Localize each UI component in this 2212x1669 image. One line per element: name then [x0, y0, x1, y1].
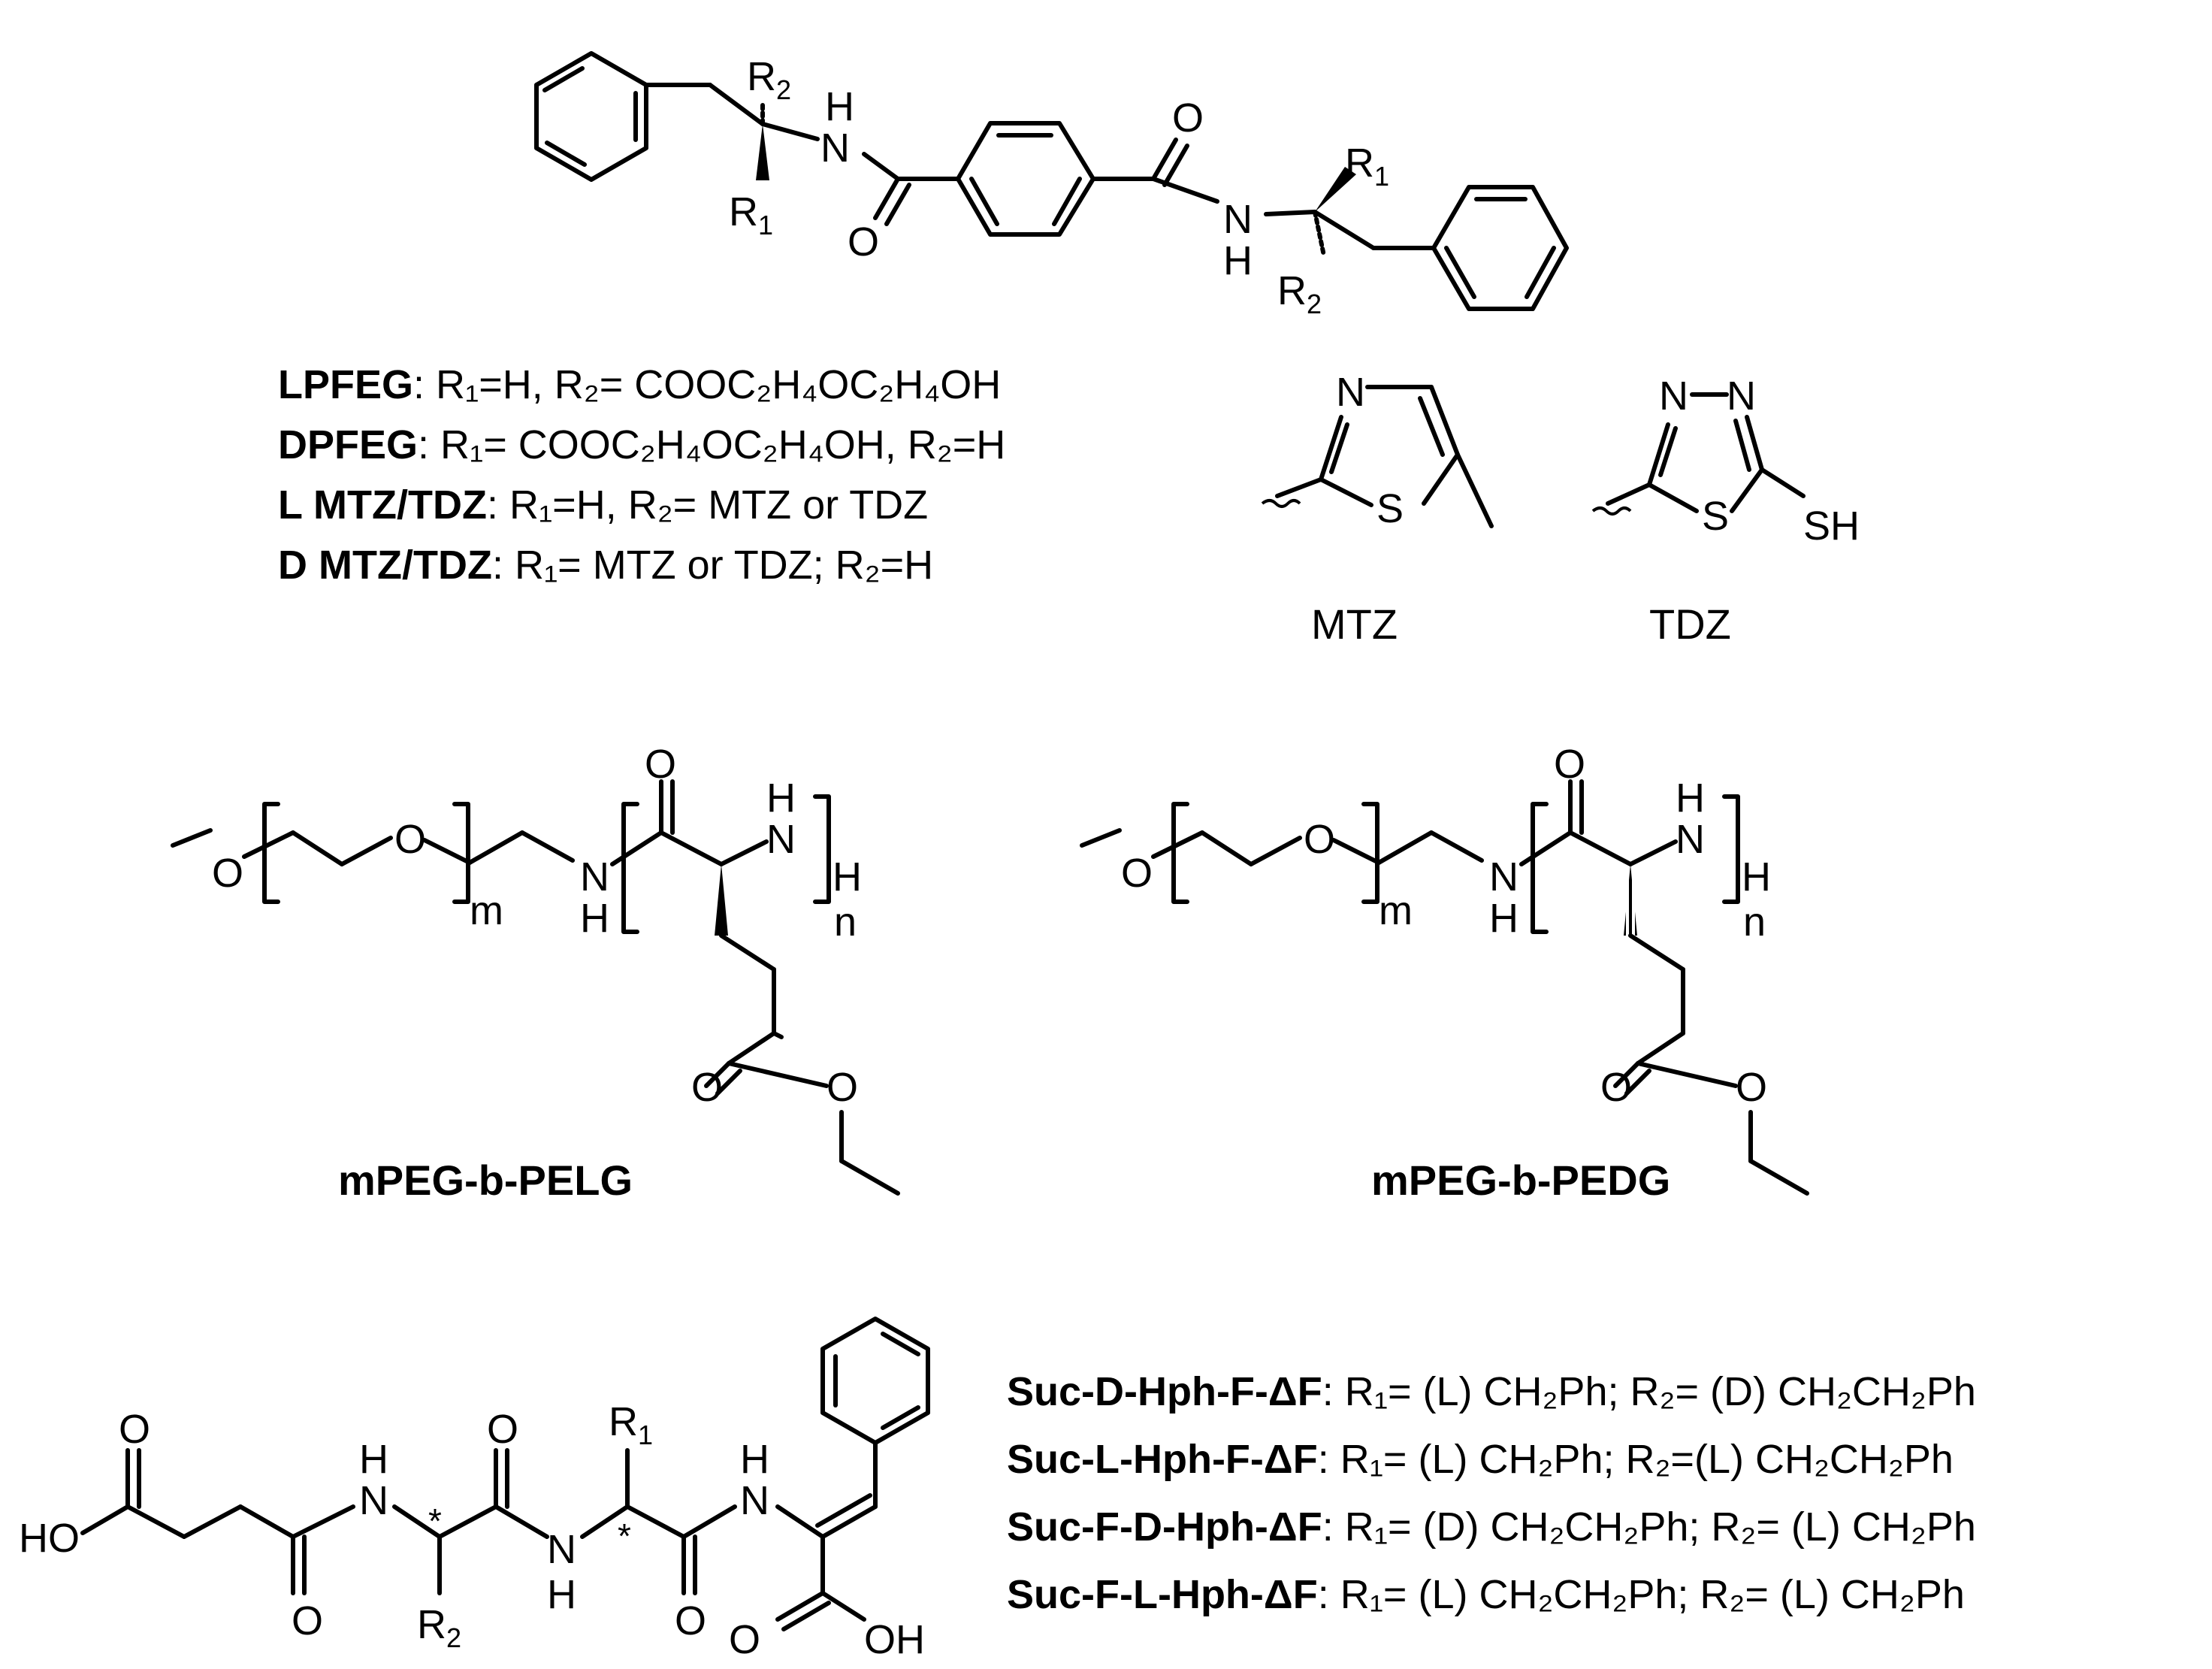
right-phenyl-ring: [1431, 185, 1569, 311]
n-subscript: n: [1743, 900, 1766, 945]
legend-line-2: DPFEG: R₁= COOC₂H₄OC₂H₄OH, R₂=H: [278, 422, 1005, 467]
legend-line-3: L MTZ/TDZ: R₁=H, R₂= MTZ or TDZ: [278, 482, 928, 528]
r1-label: R1: [1345, 141, 1389, 192]
pelg-caption: mPEG-b-PELG: [338, 1157, 633, 1204]
mpeg-b-pedg-structure: O O m N H O N H H n O O mPEG-b-P: [1080, 742, 1809, 1204]
nh-hydrogen: H: [740, 1437, 769, 1482]
hydroxyl-label: OH: [864, 1617, 925, 1662]
carbonyl-oxygen: O: [1172, 95, 1204, 141]
carbonyl-oxygen: O: [848, 219, 879, 265]
m-subscript: m: [1379, 888, 1413, 933]
mtz-structure: N S MTZ: [1261, 370, 1494, 648]
legend-bottom: Suc-D-Hph-F-ΔF: R₁= (L) CH₂Ph; R₂= (D) C…: [1007, 1369, 1976, 1617]
nh-nitrogen: N: [359, 1478, 388, 1523]
r1-label: R1: [729, 189, 773, 240]
tdz-structure: N N S SH TDZ: [1591, 373, 1860, 648]
nh-hydrogen: H: [580, 896, 609, 941]
nh-hydrogen: H: [359, 1437, 388, 1482]
dehydro-phenyl-ring: [820, 1317, 930, 1445]
mtz-caption: MTZ: [1311, 600, 1398, 648]
left-phenyl-ring: [534, 51, 648, 182]
ether-oxygen: O: [1304, 817, 1335, 862]
hydroxyl-label: HO: [19, 1516, 80, 1561]
nh-hydrogen: H: [825, 84, 854, 129]
nh-nitrogen: N: [820, 125, 850, 171]
ester-carbonyl-oxygen: O: [691, 1065, 723, 1110]
ether-oxygen: O: [212, 851, 243, 896]
suc-peptide-structure: HO O O N H * R2 O N H * R1 O N H: [19, 1317, 930, 1662]
acid-carbonyl-oxygen: O: [119, 1407, 150, 1452]
terminal-hydrogen: H: [833, 854, 862, 900]
nh-nitrogen: N: [580, 854, 609, 900]
wavy-bond-icon: [1261, 499, 1301, 508]
ester-carbonyl-oxygen: O: [1600, 1065, 1632, 1110]
nh-nitrogen: N: [1676, 817, 1705, 862]
stereocenter-star: *: [428, 1501, 442, 1540]
ester-oxygen: O: [826, 1065, 858, 1110]
mpeg-b-pelg-structure: O O m N H O N H H n O O mPE: [171, 742, 900, 1204]
terephthalamide-structure: R2 H N R1 O O N H R1 R2: [534, 51, 1569, 319]
tdz-caption: TDZ: [1649, 600, 1731, 648]
hashed-wedge-bond: [1624, 864, 1637, 936]
terminal-hydrogen: H: [1742, 854, 1771, 900]
acid-carbonyl-oxygen: O: [729, 1617, 760, 1662]
nh-hydrogen: H: [766, 776, 796, 821]
nh-nitrogen: N: [766, 817, 796, 862]
mtz-sulfur: S: [1376, 486, 1404, 531]
amide-carbonyl-oxygen: O: [292, 1598, 323, 1643]
ether-oxygen: O: [394, 817, 426, 862]
r1-wedge-bond: [756, 124, 769, 180]
nh-nitrogen: N: [740, 1478, 769, 1523]
wedge-bond: [715, 864, 728, 936]
tdz-thiol: SH: [1803, 503, 1860, 549]
r1-label: R1: [609, 1399, 653, 1450]
amide-carbonyl-oxygen: O: [675, 1598, 706, 1643]
n-subscript: n: [834, 900, 857, 945]
stereocenter-star: *: [618, 1516, 631, 1556]
r2-label: R2: [417, 1602, 461, 1653]
nh-hydrogen: H: [1676, 776, 1705, 821]
nh-nitrogen: N: [1223, 197, 1253, 242]
r2-label: R2: [1277, 268, 1322, 319]
carbonyl-oxygen: O: [1554, 742, 1585, 787]
mtz-nitrogen: N: [1336, 370, 1365, 415]
wavy-bond-icon: [1591, 506, 1632, 516]
legend-line-7: Suc-F-D-Hph-ΔF: R₁= (D) CH₂CH₂Ph; R₂= (L…: [1007, 1504, 1976, 1550]
nh-hydrogen: H: [1223, 238, 1253, 283]
tdz-nitrogen: N: [1659, 373, 1688, 419]
pedg-caption: mPEG-b-PEDG: [1371, 1157, 1670, 1204]
carbonyl-oxygen: O: [645, 742, 676, 787]
legend-line-6: Suc-L-Hph-F-ΔF: R₁= (L) CH₂Ph; R₂=(L) CH…: [1007, 1437, 1954, 1482]
legend-line-8: Suc-F-L-Hph-ΔF: R₁= (L) CH₂CH₂Ph; R₂= (L…: [1007, 1572, 1965, 1617]
tdz-nitrogen: N: [1727, 373, 1756, 419]
legend-line-1: LPFEG: R₁=H, R₂= COOC₂H₄OC₂H₄OH: [278, 362, 1001, 407]
r2-label: R2: [747, 54, 791, 105]
nh-nitrogen: N: [547, 1527, 576, 1572]
amide-carbonyl-oxygen: O: [487, 1407, 518, 1452]
legend-line-5: Suc-D-Hph-F-ΔF: R₁= (L) CH₂Ph; R₂= (D) C…: [1007, 1369, 1976, 1414]
ester-oxygen: O: [1736, 1065, 1767, 1110]
nh-hydrogen: H: [1489, 896, 1518, 941]
ether-oxygen: O: [1121, 851, 1153, 896]
central-benzene-ring: [956, 121, 1095, 237]
nh-nitrogen: N: [1489, 854, 1518, 900]
legend-top: LPFEG: R₁=H, R₂= COOC₂H₄OC₂H₄OH DPFEG: R…: [278, 362, 1005, 588]
m-subscript: m: [470, 888, 503, 933]
legend-line-4: D MTZ/TDZ: R₁= MTZ or TDZ; R₂=H: [278, 543, 933, 588]
nh-hydrogen: H: [547, 1572, 576, 1617]
tdz-sulfur: S: [1702, 494, 1729, 539]
